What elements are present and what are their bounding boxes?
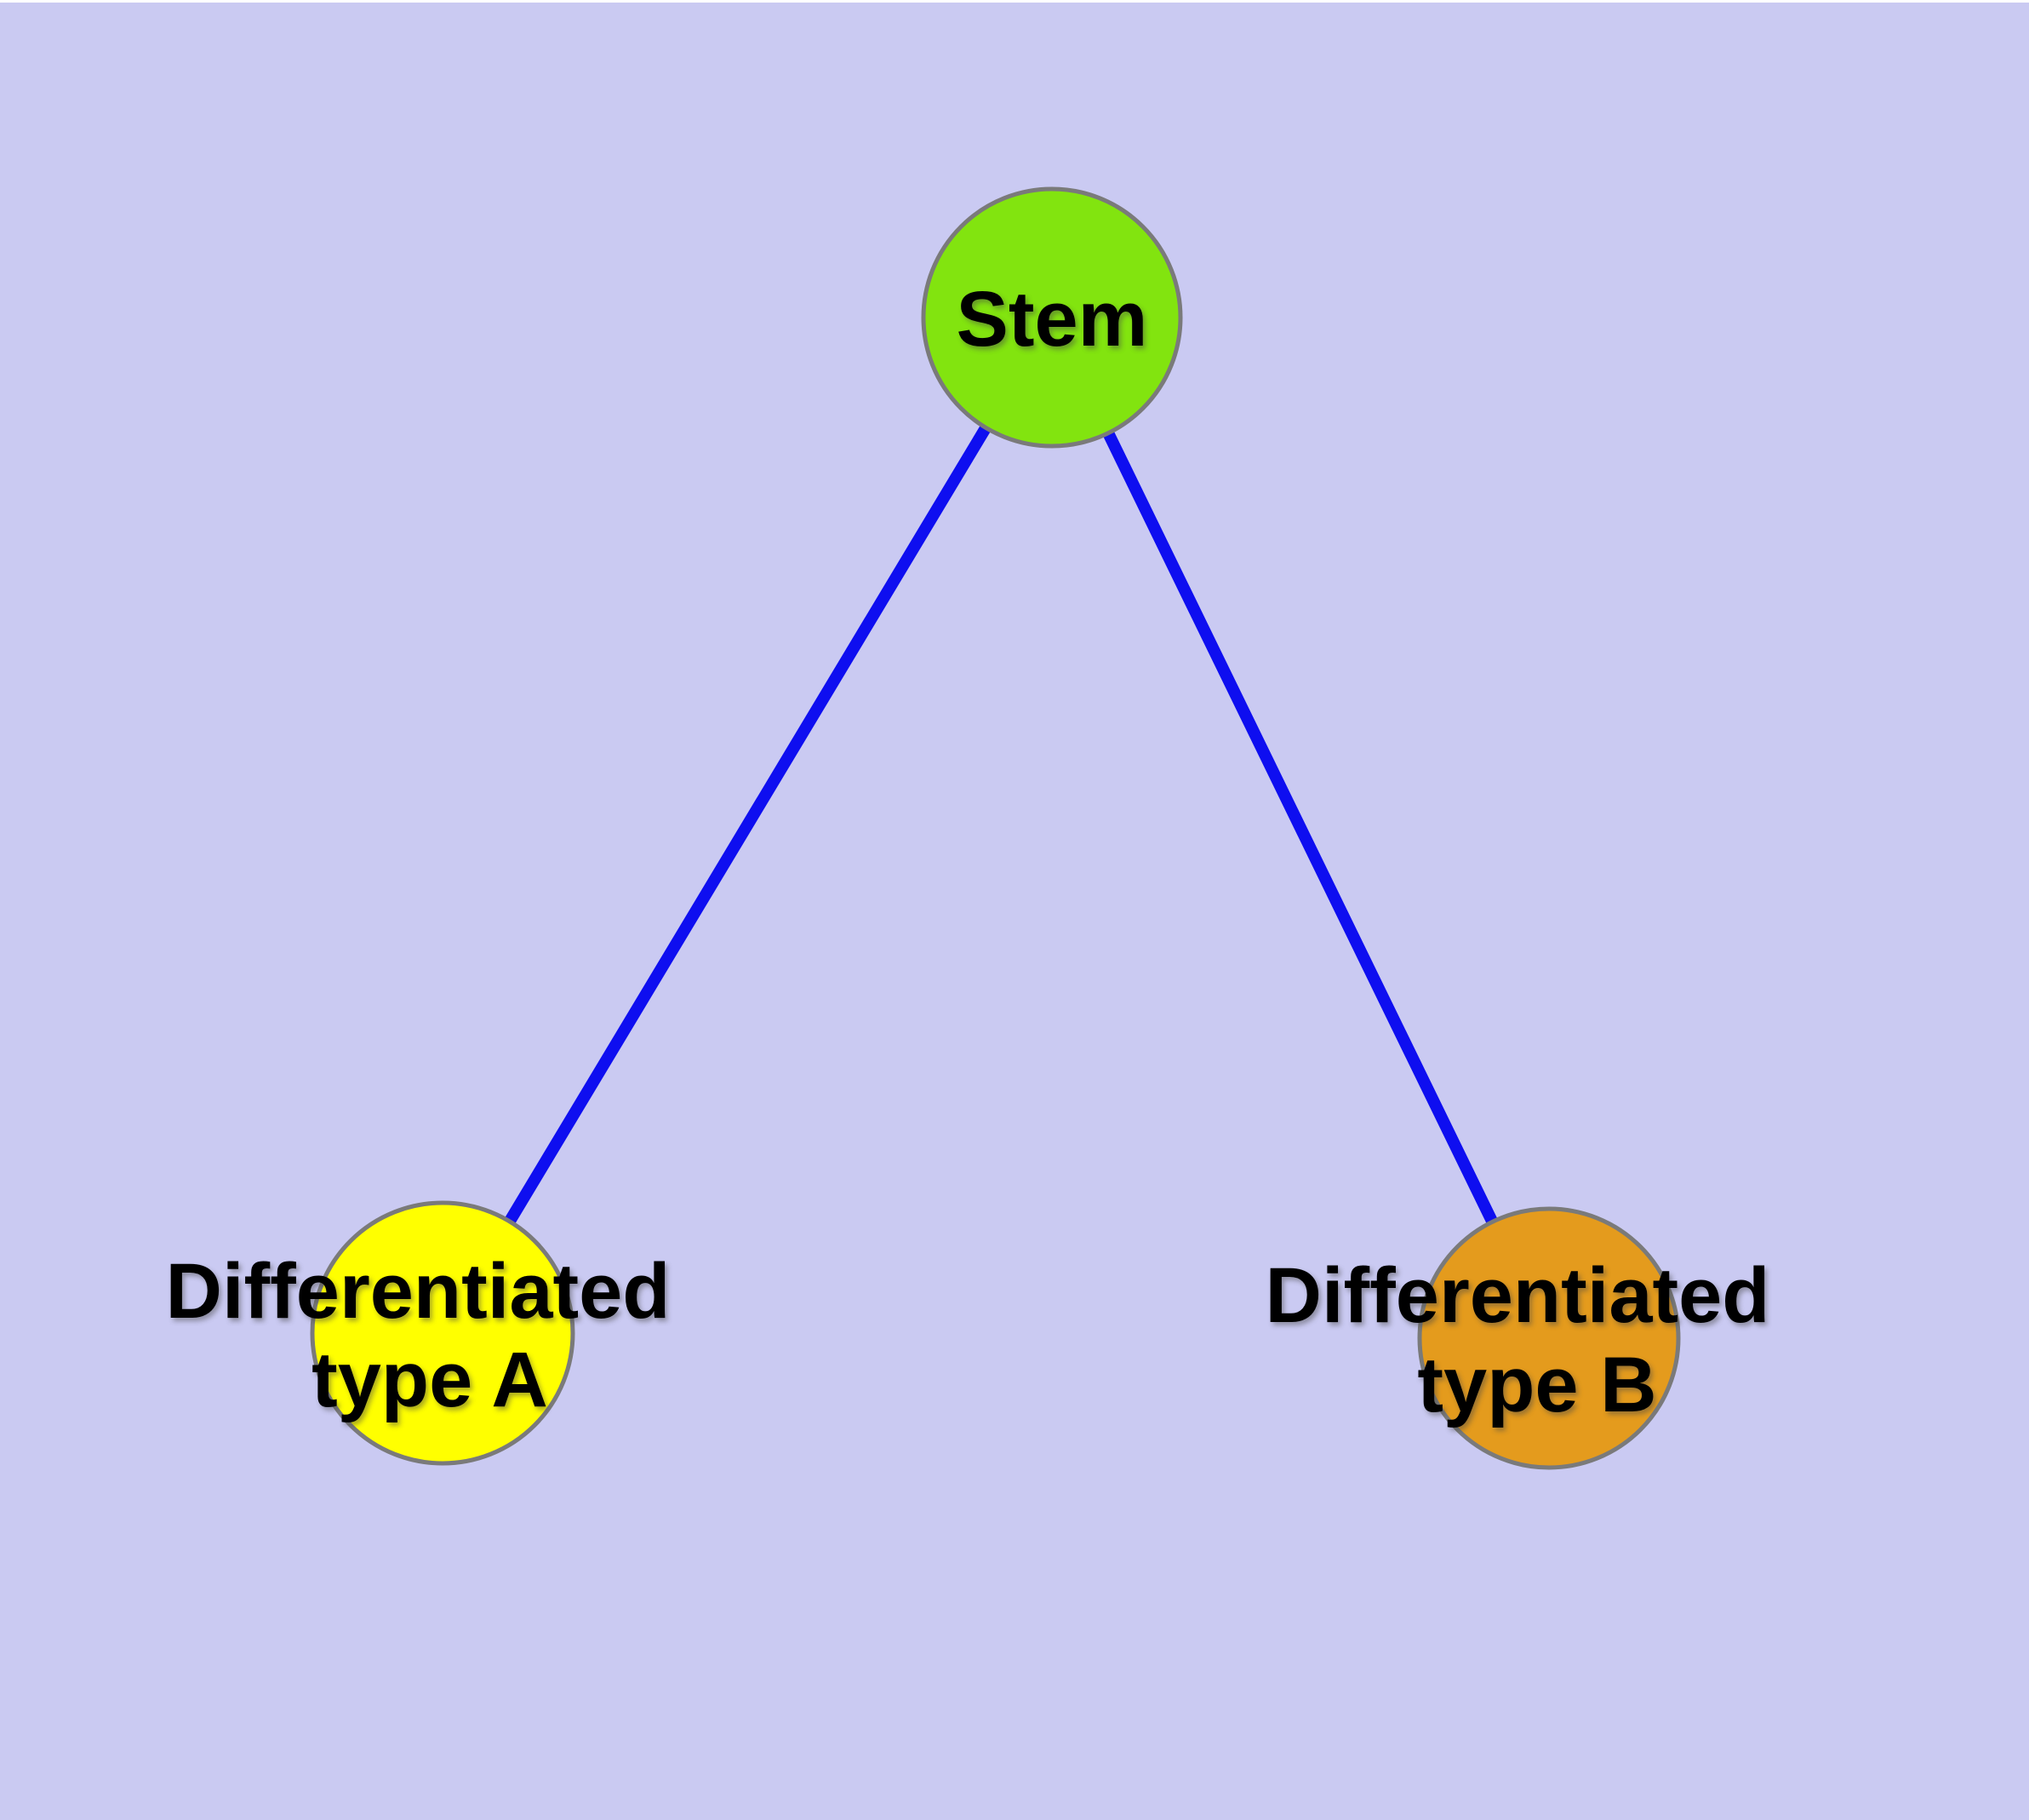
edge-stem-to-type-b: [1046, 314, 1555, 1342]
type-b-node: [1417, 1206, 1681, 1470]
edge-stem-to-type-a: [437, 314, 1058, 1336]
type-a-node-label-line1: Differentiated: [166, 1248, 671, 1335]
type-b-node-label-line1: Differentiated: [1266, 1252, 1770, 1339]
stem-node-label: Stem: [957, 276, 1148, 363]
type-b-node-label-line2: type B: [1417, 1342, 1656, 1428]
type-a-node: [310, 1200, 575, 1466]
stem-node: [921, 186, 1183, 449]
type-a-node-label-line2: type A: [311, 1336, 548, 1423]
top-margin-strip: [0, 0, 2029, 3]
